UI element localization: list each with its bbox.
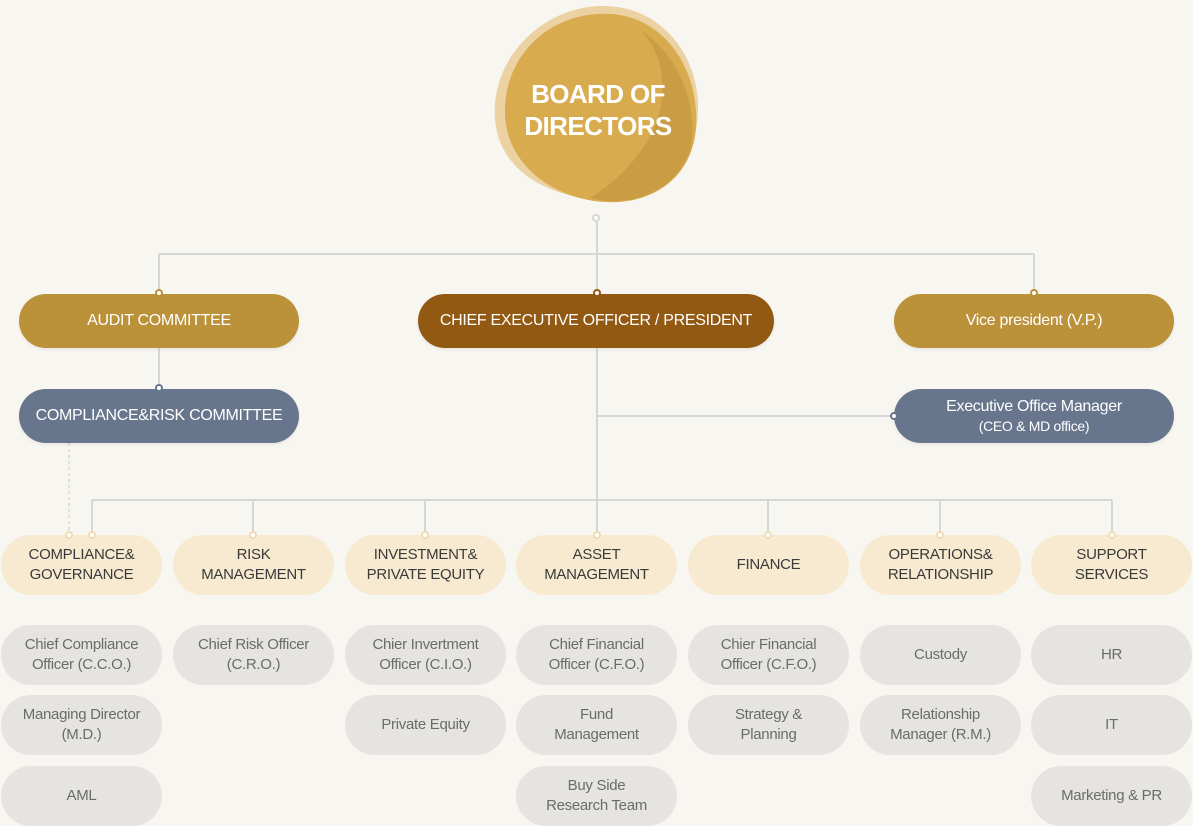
audit-committee-box[interactable]: AUDIT COMMITTEE xyxy=(19,294,299,348)
role-label-line2: Management xyxy=(554,726,639,743)
role-custody[interactable]: Custody xyxy=(860,625,1021,685)
executive-office-manager-label: Executive Office Manager xyxy=(946,398,1122,415)
vice-president-dot xyxy=(1030,289,1038,297)
dept-operations-relationship[interactable]: OPERATIONS& RELATIONSHIP xyxy=(860,535,1021,595)
dept-label-line1: INVESTMENT& xyxy=(373,546,478,563)
board-blob xyxy=(494,5,699,203)
role-relationship-manager[interactable]: Relationship Manager (R.M.) xyxy=(860,695,1021,755)
dept-label-line2: GOVERNANCE xyxy=(29,566,134,583)
dept-asset-dot xyxy=(593,531,601,539)
role-chief-risk-officer[interactable]: Chief Risk Officer (C.R.O.) xyxy=(173,625,334,685)
dept-label-line2: SERVICES xyxy=(1074,566,1149,583)
dept-investment-private-equity[interactable]: INVESTMENT& PRIVATE EQUITY xyxy=(345,535,506,595)
role-label-line2: Officer (C.F.O.) xyxy=(548,656,645,673)
compliance-risk-committee-box[interactable]: COMPLIANCE&RISK COMMITTEE xyxy=(19,389,299,443)
dept-compliance-governance[interactable]: COMPLIANCE& GOVERNANCE xyxy=(1,535,162,595)
executive-office-manager-box[interactable]: Executive Office Manager (CEO & MD offic… xyxy=(894,389,1174,443)
dept-risk-management[interactable]: RISK MANAGEMENT xyxy=(173,535,334,595)
dept-support-dot xyxy=(1108,531,1116,539)
role-label-line1: Buy Side xyxy=(567,777,626,794)
board-connector-dot xyxy=(592,214,600,222)
vice-president-box[interactable]: Vice president (V.P.) xyxy=(894,294,1174,348)
role-label-line2: (C.R.O.) xyxy=(226,656,281,673)
role-label-line1: Strategy & xyxy=(734,706,803,723)
dept-label-line1: COMPLIANCE& xyxy=(28,546,135,563)
dept-label-line2: MANAGEMENT xyxy=(201,566,306,583)
role-label-line1: Fund xyxy=(580,706,613,723)
role-label-line1: Custody xyxy=(914,646,967,663)
role-label-line1: Relationship xyxy=(901,706,980,723)
board-label-line2: DIRECTORS xyxy=(524,111,672,141)
compliance-risk-committee-label: COMPLIANCE&RISK COMMITTEE xyxy=(35,407,283,424)
role-label-line2: Manager (R.M.) xyxy=(890,726,991,743)
role-label-line2: Officer (C.C.O.) xyxy=(31,656,132,673)
dept-compliance-dot xyxy=(88,531,96,539)
audit-committee-label: AUDIT COMMITTEE xyxy=(87,312,231,329)
dept-label-line2: RELATIONSHIP xyxy=(887,566,994,583)
role-hr[interactable]: HR xyxy=(1031,625,1192,685)
compliance-risk-committee-dot xyxy=(155,384,163,392)
dept-label-line1: ASSET xyxy=(572,546,621,563)
role-label-line1: HR xyxy=(1100,646,1123,663)
role-chief-compliance-officer[interactable]: Chief Compliance Officer (C.C.O.) xyxy=(1,625,162,685)
role-label-line1: Managing Director xyxy=(22,706,141,723)
dept-risk-dot xyxy=(249,531,257,539)
dept-label-line1: RISK xyxy=(236,546,271,563)
role-managing-director[interactable]: Managing Director (M.D.) xyxy=(1,695,162,755)
ceo-president-dot xyxy=(593,289,601,297)
dept-label-line1: OPERATIONS& xyxy=(888,546,993,563)
role-label-line1: Chief Compliance xyxy=(24,636,139,653)
role-chief-financial-officer[interactable]: Chief Financial Officer (C.F.O.) xyxy=(516,625,677,685)
role-aml[interactable]: AML xyxy=(1,766,162,826)
board-label-line1: BOARD OF xyxy=(531,79,665,109)
dept-operations-dot xyxy=(936,531,944,539)
role-label-line1: IT xyxy=(1105,716,1118,733)
dept-label-line1: FINANCE xyxy=(736,556,801,573)
role-label-line2: Research Team xyxy=(546,797,647,814)
board-of-directors[interactable]: BOARD OF DIRECTORS xyxy=(505,78,691,142)
role-label-line2: (M.D.) xyxy=(61,726,102,743)
role-label-line1: Private Equity xyxy=(381,716,470,733)
dept-label-line1: SUPPORT xyxy=(1076,546,1147,563)
dept-support-services[interactable]: SUPPORT SERVICES xyxy=(1031,535,1192,595)
vice-president-label: Vice president (V.P.) xyxy=(965,312,1103,329)
role-label-line1: AML xyxy=(66,787,97,804)
role-strategy-planning[interactable]: Strategy & Planning xyxy=(688,695,849,755)
role-chief-financial-officer-finance[interactable]: Chier Financial Officer (C.F.O.) xyxy=(688,625,849,685)
role-label-line1: Chier Invertment xyxy=(372,636,479,653)
role-label-line1: Chief Financial xyxy=(549,636,644,653)
ceo-president-box[interactable]: CHIEF EXECUTIVE OFFICER / PRESIDENT xyxy=(418,294,774,348)
ceo-president-label: CHIEF EXECUTIVE OFFICER / PRESIDENT xyxy=(439,312,753,329)
role-label-line2: Officer (C.I.O.) xyxy=(379,656,472,673)
dept-finance[interactable]: FINANCE xyxy=(688,535,849,595)
dept-label-line2: MANAGEMENT xyxy=(544,566,649,583)
audit-committee-dot xyxy=(155,289,163,297)
role-chief-investment-officer[interactable]: Chier Invertment Officer (C.I.O.) xyxy=(345,625,506,685)
role-fund-management[interactable]: Fund Management xyxy=(516,695,677,755)
dept-compliance-dot-dashed xyxy=(65,531,73,539)
role-label-line2: Planning xyxy=(740,726,797,743)
role-label-line2: Officer (C.F.O.) xyxy=(720,656,817,673)
role-private-equity[interactable]: Private Equity xyxy=(345,695,506,755)
role-label-line1: Chier Financial xyxy=(720,636,817,653)
dept-label-line2: PRIVATE EQUITY xyxy=(366,566,485,583)
dept-asset-management[interactable]: ASSET MANAGEMENT xyxy=(516,535,677,595)
dept-finance-dot xyxy=(764,531,772,539)
dept-investment-dot xyxy=(421,531,429,539)
role-it[interactable]: IT xyxy=(1031,695,1192,755)
role-label-line1: Chief Risk Officer xyxy=(197,636,310,653)
role-marketing-pr[interactable]: Marketing & PR xyxy=(1031,766,1192,826)
role-buy-side-research-team[interactable]: Buy Side Research Team xyxy=(516,766,677,826)
role-label-line1: Marketing & PR xyxy=(1061,787,1162,804)
executive-office-manager-sublabel: (CEO & MD office) xyxy=(978,418,1090,434)
executive-office-manager-dot xyxy=(890,412,898,420)
